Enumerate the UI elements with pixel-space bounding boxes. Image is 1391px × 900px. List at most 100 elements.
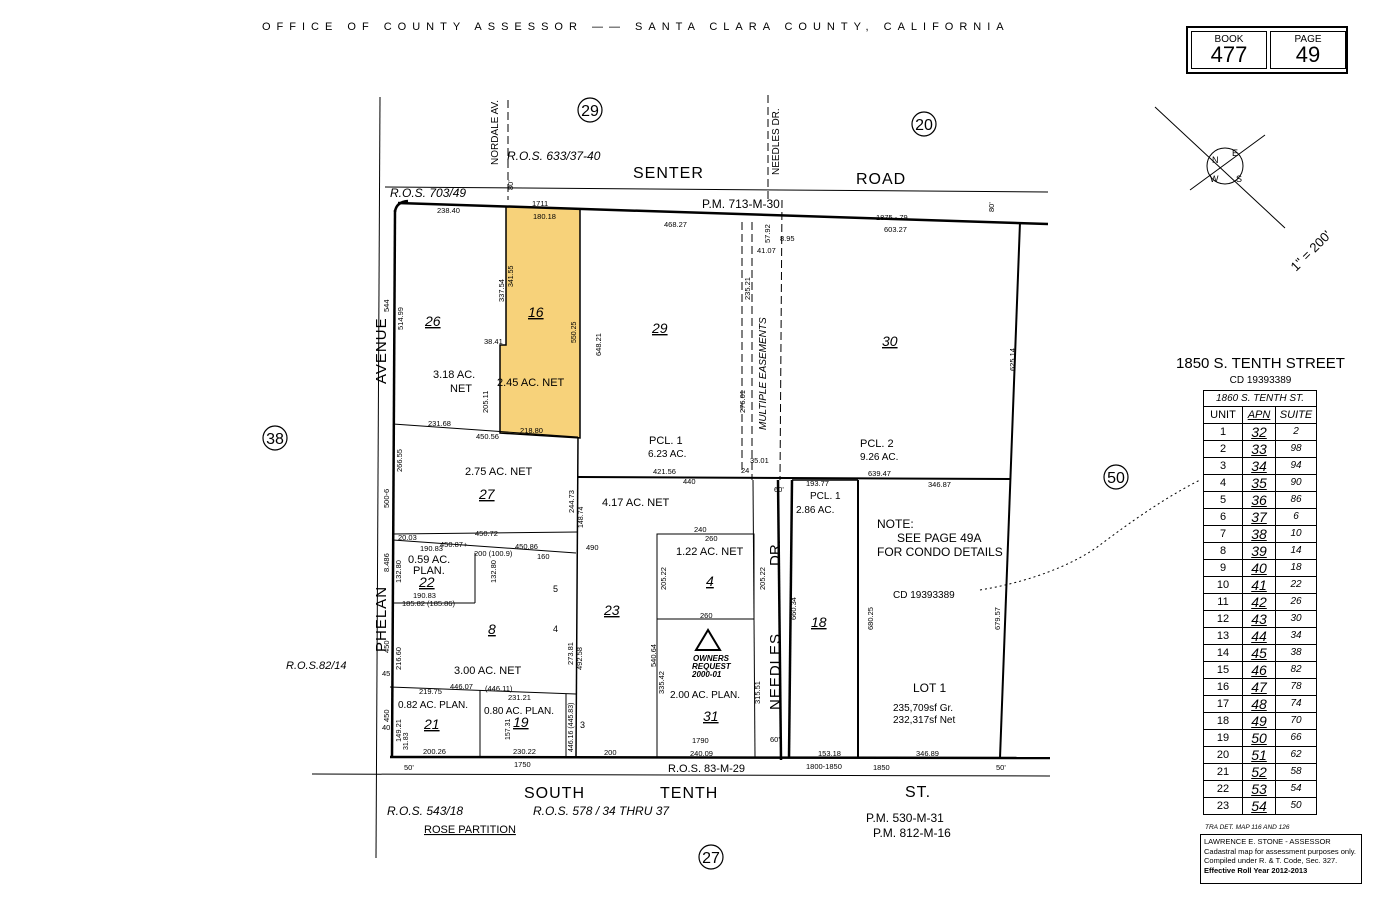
dim: 193.77	[806, 479, 829, 488]
unit-cell: 8	[1203, 541, 1243, 560]
suite-cell: 58	[1275, 762, 1317, 781]
map-page-27: 27	[702, 850, 720, 867]
ref-ros-578: R.O.S. 578 / 34 THRU 37	[533, 804, 670, 818]
dim: 205.11	[481, 391, 490, 413]
apn-cell: 40	[1242, 558, 1276, 577]
note-see: SEE PAGE 49A	[897, 531, 982, 545]
parcel-4-rect	[656, 533, 755, 620]
dim: 450.72	[475, 529, 498, 538]
suite-cell: 30	[1275, 609, 1317, 628]
parcel-21[interactable]: 21	[423, 716, 440, 732]
map-page-20-circle[interactable]	[911, 111, 937, 137]
parcel-31[interactable]: 31	[703, 708, 719, 724]
unit-cell: 12	[1203, 609, 1243, 628]
parcel-23[interactable]: 23	[603, 602, 620, 618]
east-boundary	[999, 221, 1021, 759]
map-page-38-circle[interactable]	[262, 425, 288, 451]
ref-pm-713: P.M. 713-M-30	[702, 197, 780, 211]
parcel-29[interactable]: 29	[651, 320, 668, 336]
map-page-50-circle[interactable]	[1103, 464, 1129, 490]
parcel-4[interactable]: 4	[706, 573, 714, 589]
parcel-26[interactable]: 26	[424, 313, 441, 329]
parcel-27[interactable]: 27	[478, 486, 496, 502]
assessor-line2: Compiled under R. & T. Code, Sec. 327.	[1204, 856, 1338, 865]
area-26: 3.18 AC.	[433, 369, 475, 381]
assessor-name: LAWRENCE E. STONE - ASSESSOR	[1204, 837, 1331, 846]
parcel-22[interactable]: 22	[418, 574, 435, 590]
corner-curve	[393, 199, 409, 213]
dim: 40	[382, 723, 390, 732]
dim: 490	[586, 543, 599, 552]
dim: 3	[580, 720, 585, 730]
dim: 149.21	[394, 719, 403, 742]
condo-pointer	[979, 479, 1201, 591]
parcel-16-highlight[interactable]	[500, 207, 580, 438]
dim: 240.09	[690, 749, 713, 758]
note-label: NOTE:	[877, 517, 914, 531]
unit-cell: 1	[1203, 422, 1243, 441]
compass-circle	[1206, 147, 1244, 185]
apn-cell: 46	[1242, 660, 1276, 679]
suite-cell: 38	[1275, 643, 1317, 662]
parcel-18[interactable]: 18	[811, 614, 827, 630]
parcel-19[interactable]: 19	[513, 714, 529, 730]
unit-cell: 3	[1203, 456, 1243, 475]
suite-cell: 14	[1275, 541, 1317, 560]
apn-cell: 35	[1242, 473, 1276, 492]
dim: 57.92	[763, 224, 772, 243]
ref-ros-82: R.O.S.82/14	[286, 660, 347, 672]
area-4: 1.22 AC. NET	[676, 546, 744, 558]
suite-cell: 10	[1275, 524, 1317, 543]
dim: 260	[705, 534, 718, 543]
pcl-1b-area: 2.86 AC.	[796, 505, 834, 516]
map-page-27-circle[interactable]	[698, 844, 724, 870]
dim: 1800-1850	[806, 762, 842, 771]
parcel-8[interactable]: 8	[488, 621, 496, 637]
dim: 8.95	[780, 234, 795, 243]
parcel-30[interactable]: 30	[882, 333, 898, 349]
map-page-29-circle[interactable]	[577, 97, 603, 123]
street-phelan: PHELAN	[373, 586, 390, 652]
suite-cell: 82	[1275, 660, 1317, 679]
parcel-16-outline	[499, 207, 581, 439]
address-title: 1850 S. TENTH STREET	[1176, 355, 1345, 372]
dim: 200.26	[423, 747, 446, 756]
line-27-22	[392, 531, 579, 535]
alt-address: 1860 S. TENTH ST.	[1203, 389, 1317, 408]
dim: 500-6	[382, 489, 391, 508]
dim: 337.54	[497, 279, 506, 302]
street-avenue: AVENUE	[373, 317, 390, 384]
dim: 24	[741, 466, 749, 475]
parcel-16[interactable]: 16	[528, 304, 544, 320]
phelan-east-line	[390, 209, 397, 759]
map-page-29: 29	[581, 103, 599, 120]
unit-cell: 17	[1203, 694, 1243, 713]
dim: 132.80	[394, 560, 403, 583]
needles-west-line	[776, 479, 783, 761]
owners-request-triangle	[694, 628, 722, 651]
apn-cell: 44	[1242, 626, 1276, 645]
